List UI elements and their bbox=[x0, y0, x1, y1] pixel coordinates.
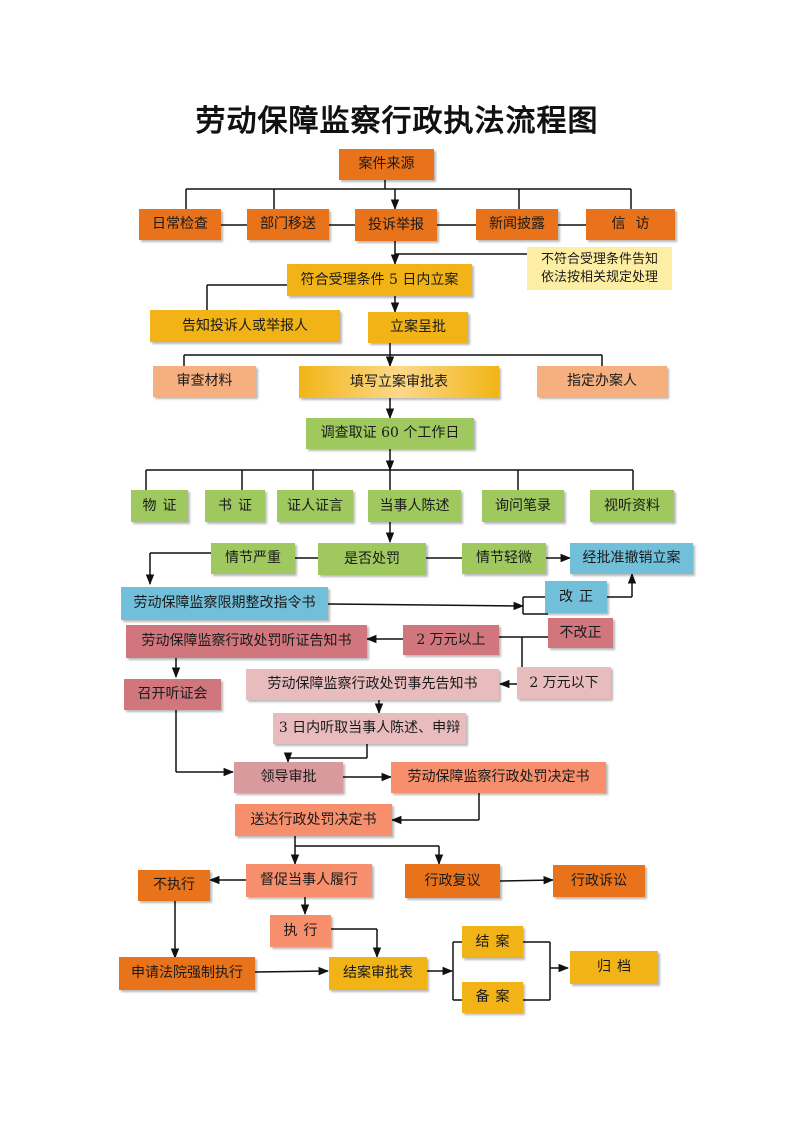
minor-circumstances-node: 情节轻微 bbox=[462, 543, 546, 574]
closing-form-node: 结案审批表 bbox=[329, 957, 427, 990]
not-accepted-line-2: 依法按相关规定处理 bbox=[540, 269, 658, 285]
not-executed-node: 不执行 bbox=[138, 870, 210, 901]
under-20k-node: 2 万元以下 bbox=[517, 667, 611, 699]
daily-inspection-node: 日常检查 bbox=[139, 209, 221, 240]
whether-punish-node: 是否处罚 bbox=[318, 543, 426, 575]
not-accepted-note: 不符合受理条件告知 依法按相关规定处理 bbox=[527, 247, 672, 290]
penalty-decision-node: 劳动保障监察行政处罚决定书 bbox=[391, 762, 606, 793]
over-20k-node: 2 万元以上 bbox=[403, 625, 499, 655]
not-corrected-node: 不改正 bbox=[548, 618, 613, 648]
prior-notice-node: 劳动保障监察行政处罚事先告知书 bbox=[246, 669, 499, 700]
investigation-node: 调查取证 60 个工作日 bbox=[306, 418, 474, 449]
admin-reconsideration-node: 行政复议 bbox=[405, 864, 500, 898]
complaint-report-node: 投诉举报 bbox=[355, 209, 437, 241]
approve-cancel-case-node: 经批准撤销立案 bbox=[570, 543, 693, 574]
case-filed-record-node: 备案 bbox=[462, 982, 523, 1013]
executed-node: 执行 bbox=[270, 915, 331, 947]
hearing-notice-node: 劳动保障监察行政处罚听证告知书 bbox=[126, 625, 367, 658]
documentary-evidence-node: 书证 bbox=[205, 490, 265, 522]
physical-evidence-node: 物证 bbox=[131, 490, 188, 522]
file-approval-node: 立案呈批 bbox=[368, 312, 468, 343]
news-disclosure-node: 新闻披露 bbox=[476, 209, 558, 240]
hear-statement-node: 3 日内听取当事人陈述、申辩 bbox=[273, 713, 466, 744]
admin-litigation-node: 行政诉讼 bbox=[553, 865, 645, 897]
notify-complainant-node: 告知投诉人或举报人 bbox=[150, 310, 340, 342]
fill-approval-form-node: 填写立案审批表 bbox=[299, 366, 499, 398]
letters-visits-node: 信访 bbox=[586, 209, 675, 240]
audiovisual-material-node: 视听资料 bbox=[590, 490, 674, 522]
witness-testimony-node: 证人证言 bbox=[277, 490, 353, 522]
page-title: 劳动保障监察行政执法流程图 bbox=[195, 104, 599, 139]
serious-circumstances-node: 情节严重 bbox=[211, 543, 295, 574]
hold-hearing-node: 召开听证会 bbox=[124, 679, 221, 710]
corrected-node: 改正 bbox=[545, 581, 607, 613]
court-enforcement-node: 申请法院强制执行 bbox=[119, 957, 255, 990]
dept-transfer-node: 部门移送 bbox=[247, 209, 329, 240]
deliver-decision-node: 送达行政处罚决定书 bbox=[235, 804, 392, 836]
not-accepted-line-1: 不符合受理条件告知 bbox=[540, 251, 658, 267]
archive-node: 归档 bbox=[570, 951, 658, 984]
party-statement-node: 当事人陈述 bbox=[368, 490, 461, 522]
inquiry-record-node: 询问笔录 bbox=[482, 490, 564, 522]
assign-handler-node: 指定办案人 bbox=[537, 366, 667, 397]
urge-compliance-node: 督促当事人履行 bbox=[246, 864, 372, 897]
leader-approval-node: 领导审批 bbox=[234, 762, 343, 793]
accept-file-node: 符合受理条件 5 日内立案 bbox=[287, 264, 472, 296]
rectification-order-node: 劳动保障监察限期整改指令书 bbox=[121, 587, 328, 620]
review-materials-node: 审查材料 bbox=[153, 366, 256, 397]
case-source-node: 案件来源 bbox=[339, 149, 434, 180]
case-closed-node: 结案 bbox=[462, 926, 523, 958]
